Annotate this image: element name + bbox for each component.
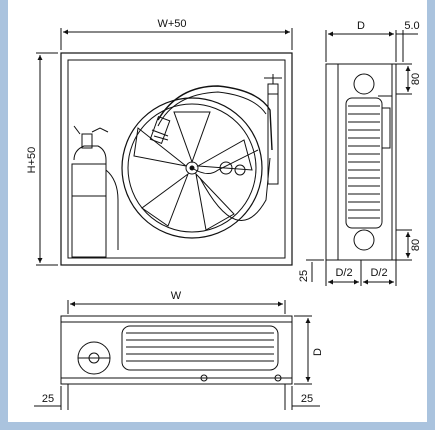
top-depth-label: D [312,348,324,356]
front-height-label: H+50 [26,147,38,174]
top-hose-coils [121,325,279,371]
top-left-offset-label: 25 [42,393,54,405]
top-width-label: W [171,290,182,302]
side-bottom-valve [353,229,375,251]
front-width-label: W+50 [157,18,186,30]
side-hose-coils [345,97,383,229]
side-depth-label: D [357,20,365,32]
side-offset-label: 5.0 [404,20,419,32]
top-right-offset-label: 25 [301,393,313,405]
drawing-sheet: W+50 H+50 [8,0,427,422]
side-base-label: 25 [298,270,310,282]
cabinet-outer-frame [60,52,293,266]
hose-reel [121,85,273,239]
technical-drawing: W+50 H+50 [26,18,422,410]
side-top-valve [353,73,375,95]
side-half-depth-left: D/2 [335,267,352,279]
top-view [34,300,320,410]
side-half-depth-right: D/2 [370,267,387,279]
top-cabinet [60,315,293,385]
side-view [306,30,418,286]
side-top-label: 80 [410,73,422,85]
valve [264,74,282,185]
side-bottom-label: 80 [410,239,422,251]
cabinet-inner-frame [67,59,286,259]
fire-extinguisher [71,125,119,258]
front-view [36,28,293,266]
